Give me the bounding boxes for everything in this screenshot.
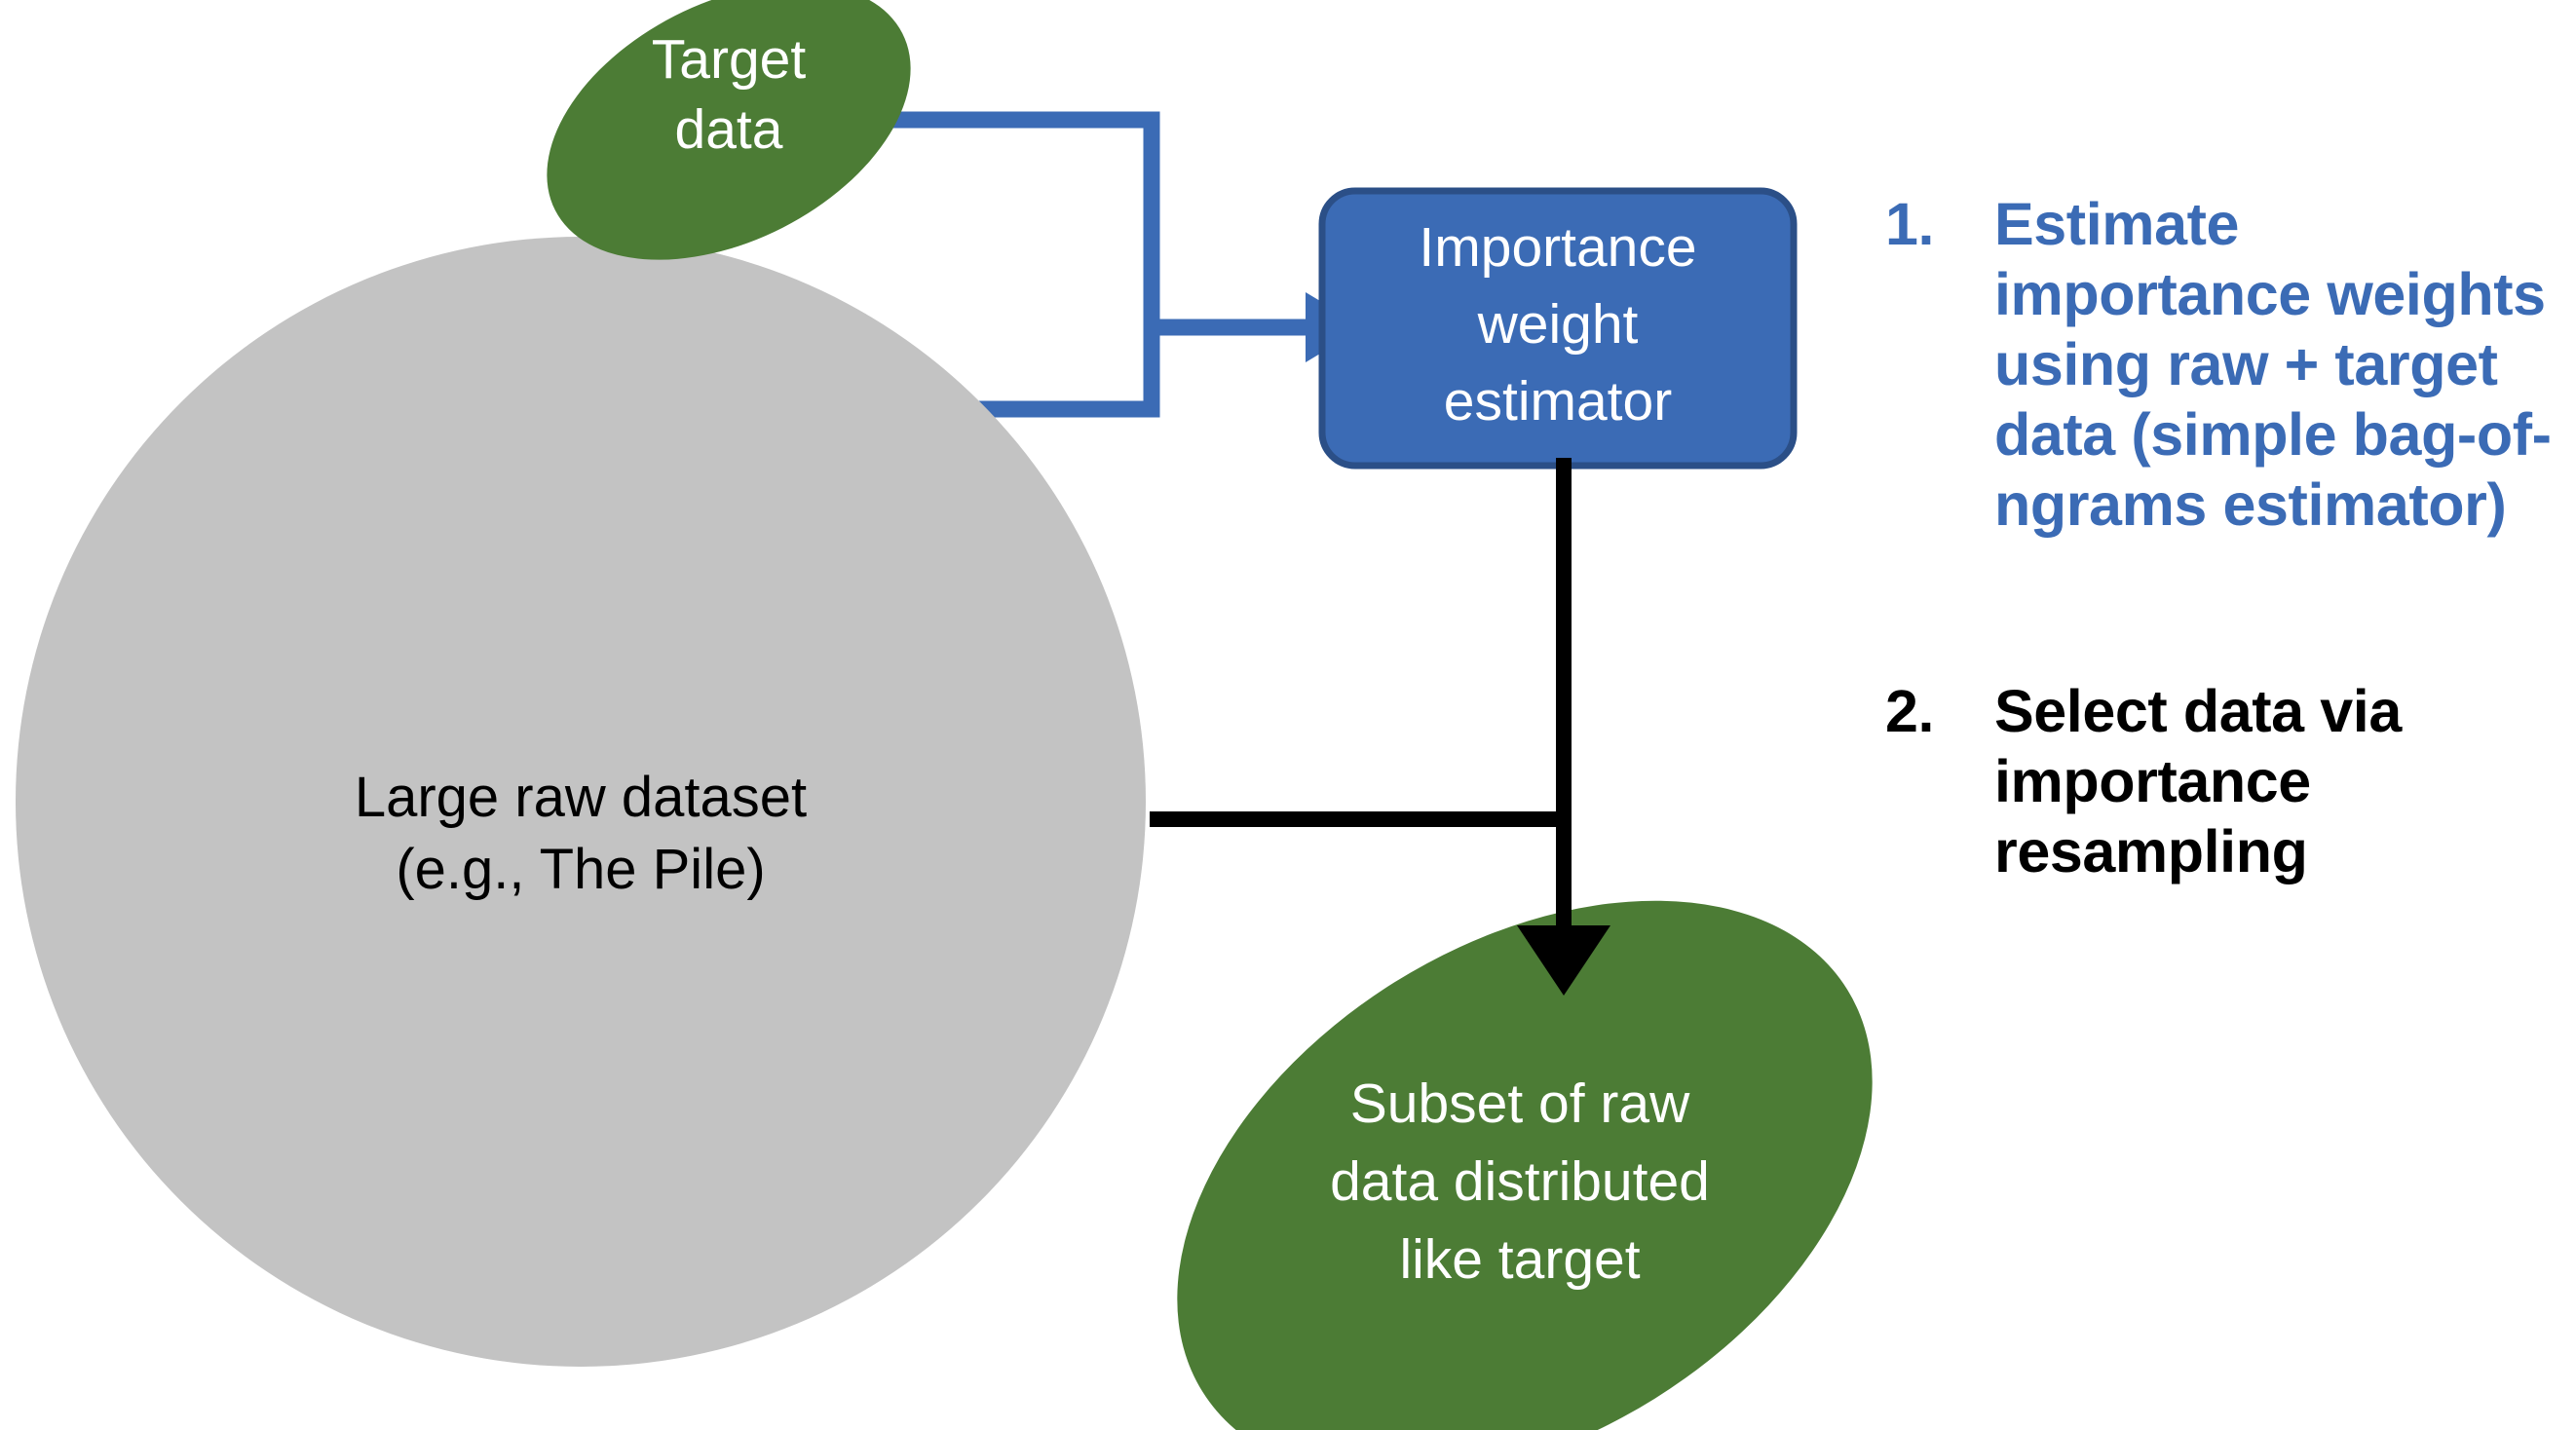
connector-arrowhead-overlay (1517, 458, 1610, 996)
node-subset-labels: Subset of raw data distributed like targ… (1330, 1072, 1710, 1291)
step-1-number: 1. (1885, 191, 1935, 257)
target-data-label-line-2: data (675, 98, 783, 161)
node-importance-weight-estimator: Importance weight estimator (1318, 187, 1798, 470)
subset-label-line-2: data distributed (1330, 1150, 1710, 1213)
node-target-data (547, 0, 911, 260)
raw-dataset-label-line-2: (e.g., The Pile) (396, 838, 765, 901)
node-raw-dataset: Large raw dataset (e.g., The Pile) (16, 237, 1146, 1367)
steps-list: 1. Estimate importance weights using raw… (1885, 190, 2567, 887)
estimator-label-line-1: Importance (1419, 216, 1696, 279)
step-item-1: 1. Estimate importance weights using raw… (1885, 190, 2567, 541)
estimator-label-line-2: weight (1477, 293, 1639, 356)
step-item-2: 2. Select data via importance resampling (1885, 677, 2567, 887)
node-target-data-labels: Target data (652, 28, 807, 161)
step-2-number: 2. (1885, 677, 1935, 744)
estimator-label-line-3: estimator (1444, 370, 1672, 433)
connector-raw-to-estimator (959, 292, 1364, 418)
raw-dataset-label-line-1: Large raw dataset (355, 766, 807, 829)
subset-label-line-3: like target (1399, 1228, 1640, 1291)
target-data-label-line-1: Target (652, 28, 807, 91)
connector-target-to-estimator (872, 111, 1160, 327)
node-subset-of-raw-data (1177, 900, 1873, 1430)
step-1-text: Estimate importance weights using raw + … (1994, 191, 2552, 538)
step-2-text: Select data via importance resampling (1994, 677, 2402, 884)
subset-label-line-1: Subset of raw (1350, 1072, 1690, 1135)
